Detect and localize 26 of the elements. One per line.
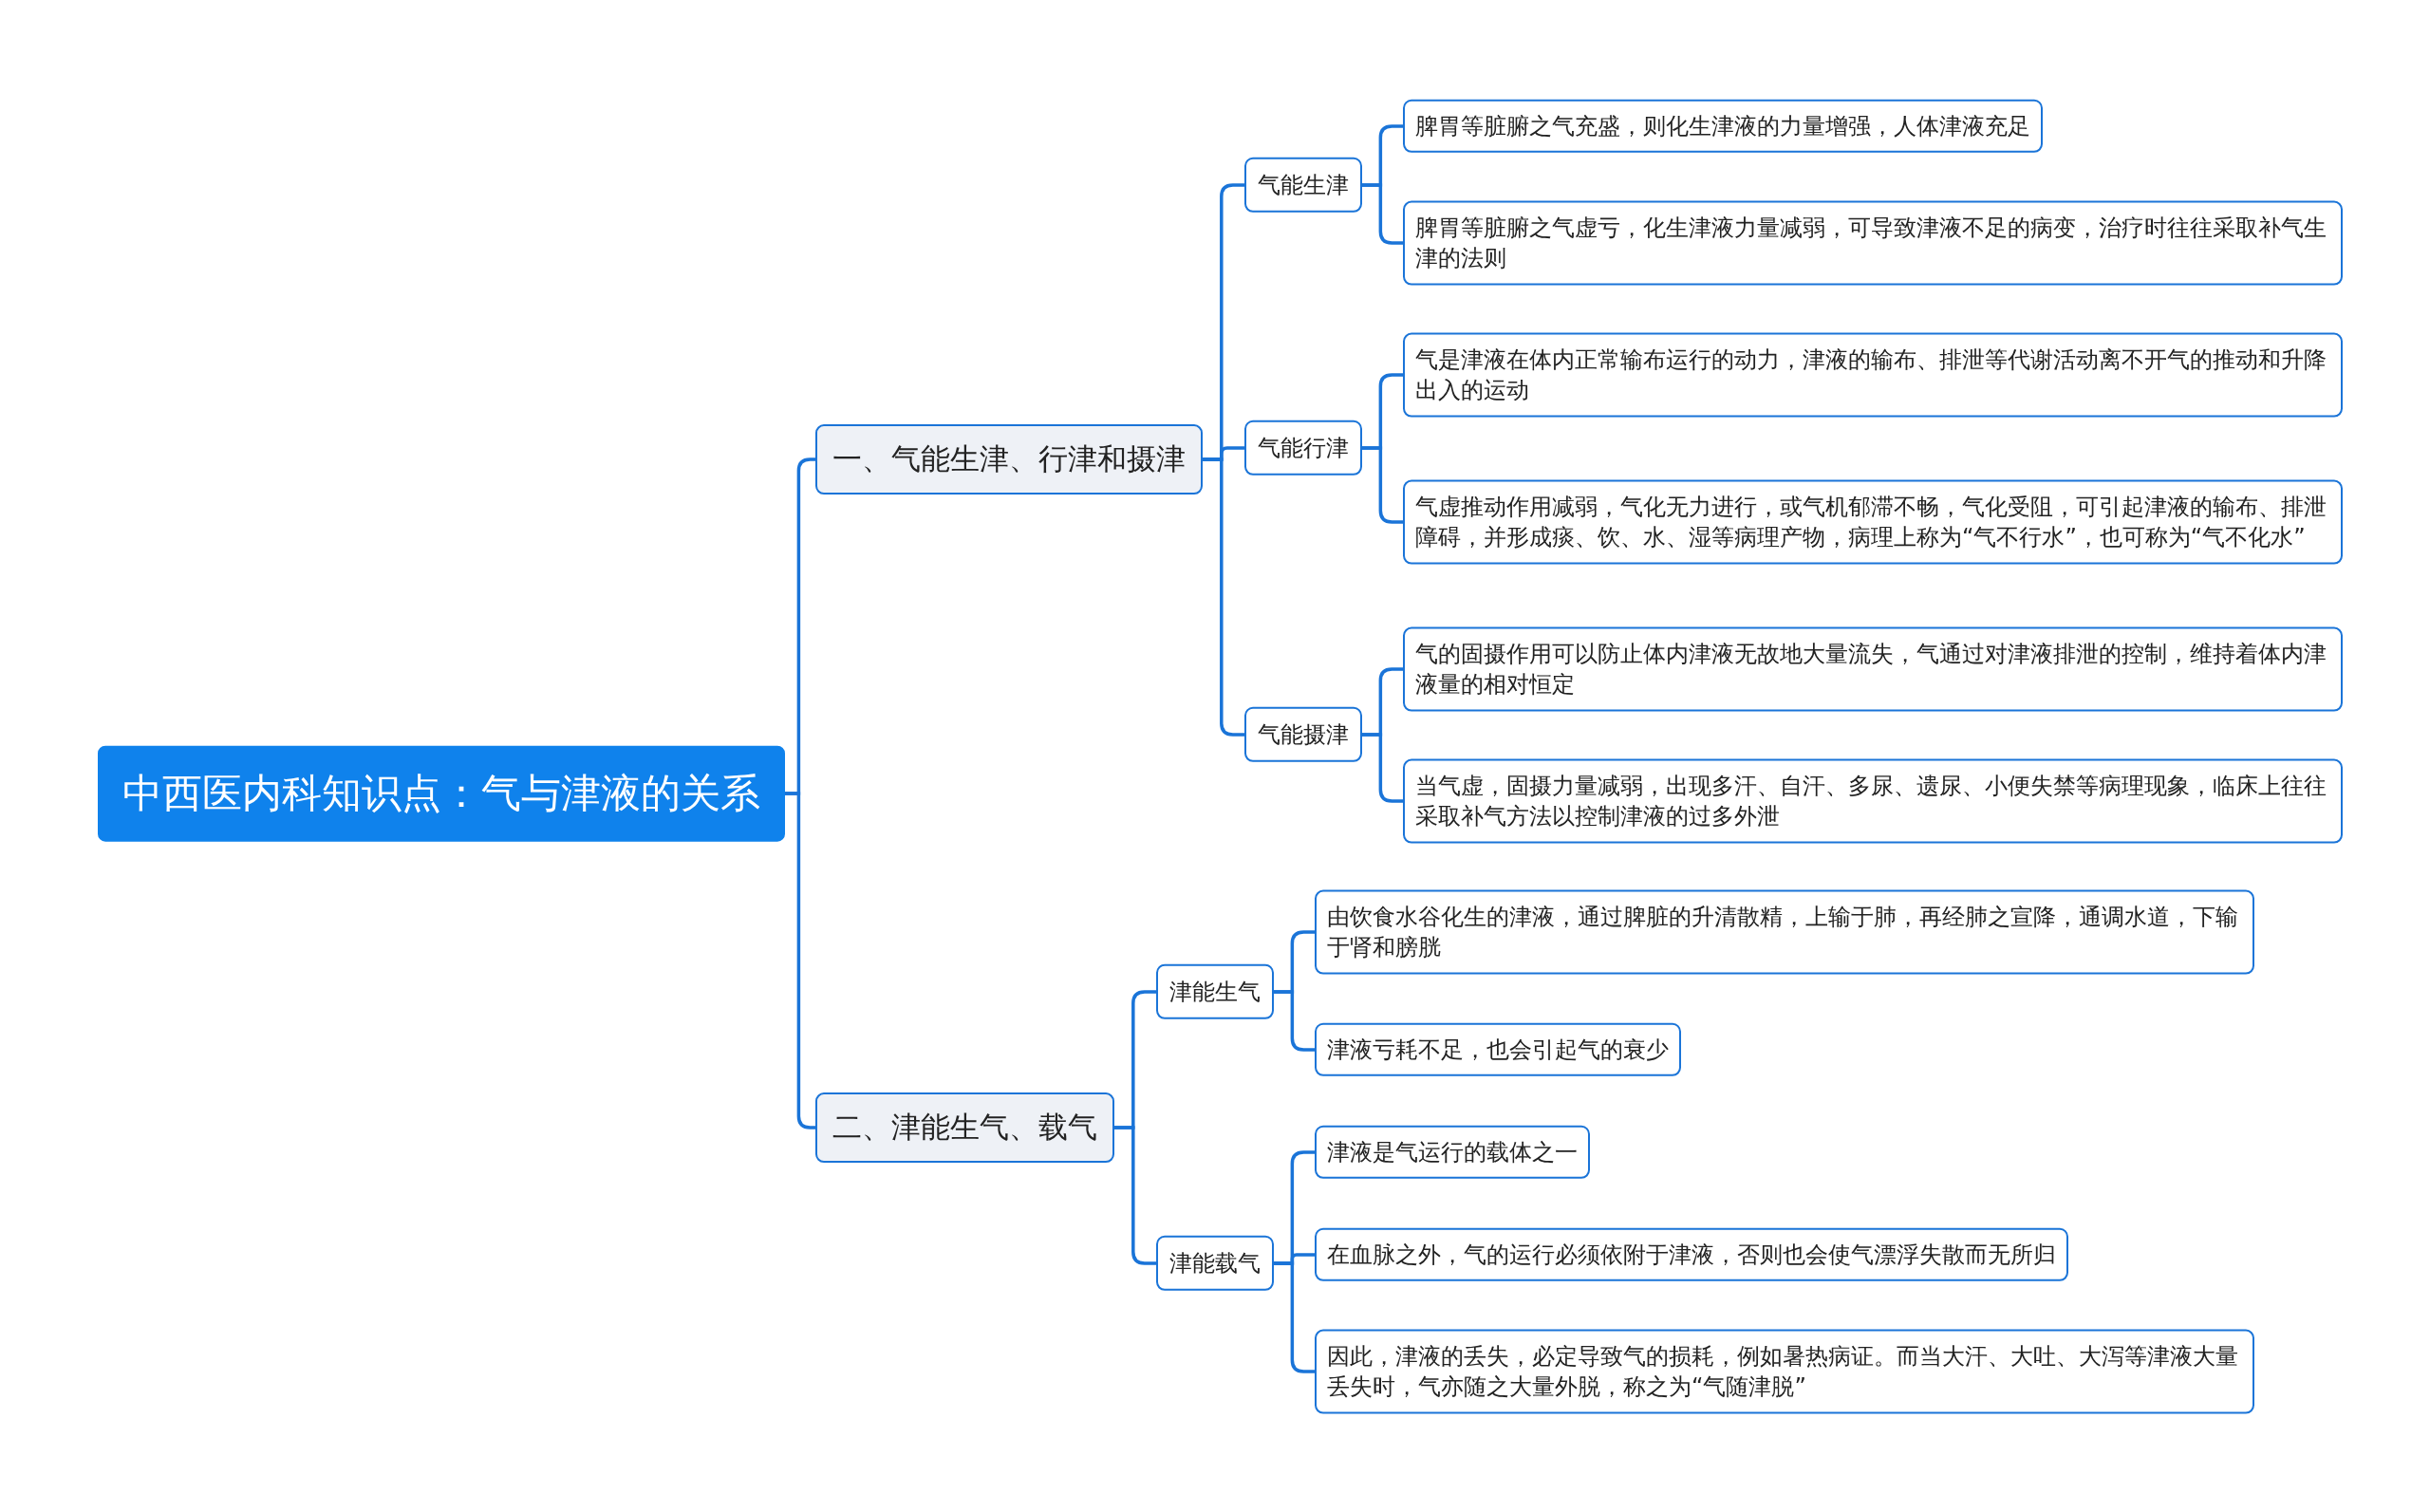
connector-line: [1274, 990, 1315, 1052]
detail-box: 在血脉之外，气的运行必须依附于津液，否则也会使气漂浮失散而无所归: [1315, 1227, 2068, 1282]
subtopic-box: 气能生津: [1244, 157, 1362, 214]
detail-box: 气是津液在体内正常输布运行的动力，津液的输布、排泄等代谢活动离不开气的推动和升降出入的运动: [1403, 332, 2343, 418]
branch-topic-box: 一、气能生津、行津和摄津: [815, 424, 1203, 495]
subtopic-box: 津能生气: [1156, 963, 1274, 1020]
connector-line: [1114, 1126, 1156, 1265]
subtopic-box: 津能载气: [1156, 1235, 1274, 1292]
connector-line: [1362, 183, 1403, 245]
detail-box: 津液亏耗不足，也会引起气的衰少: [1315, 1022, 1681, 1077]
subtopic-box: 气能摄津: [1244, 706, 1362, 763]
branch-topic-box: 二、津能生气、载气: [815, 1092, 1114, 1163]
connector-line: [1203, 457, 1244, 737]
subtopic-box: 气能行津: [1244, 420, 1362, 476]
root-topic-box: 中西医内科知识点：气与津液的关系: [98, 745, 785, 842]
connector-line: [1362, 733, 1403, 803]
detail-box: 气虚推动作用减弱，气化无力进行，或气机郁滞不畅，气化受阻，可引起津液的输布、排泄障碍，并形成痰、饮、水、湿等病理产物，病理上称为“气不行水”，也可称为“气不化水”: [1403, 479, 2343, 565]
detail-box: 脾胃等脏腑之气充盛，则化生津液的力量增强，人体津液充足: [1403, 99, 2043, 154]
connector-line: [1362, 446, 1403, 524]
detail-box: 因此，津液的丢失，必定导致气的损耗，例如暑热病证。而当大汗、大吐、大泻等津液大量丢失时，气亦随之大量外脱，称之为“气随津脱”: [1315, 1329, 2254, 1414]
connector-line: [1274, 1261, 1315, 1373]
detail-box: 气的固摄作用可以防止体内津液无故地大量流失，气通过对津液排泄的控制，维持着体内津液量的相对恒定: [1403, 626, 2343, 712]
detail-box: 脾胃等脏腑之气虚亏，化生津液力量减弱，可导致津液不足的病变，治疗时往往采取补气生津的法则: [1403, 200, 2343, 286]
detail-box: 津液是气运行的载体之一: [1315, 1125, 1590, 1180]
detail-box: 当气虚，固摄力量减弱，出现多汗、自汗、多尿、遗尿、小便失禁等病理现象，临床上往往采取补气方法以控制津液的过多外泄: [1403, 758, 2343, 844]
detail-box: 由饮食水谷化生的津液，通过脾脏的升清散精，上输于肺，再经肺之宣降，通调水道，下输于肾和膀胱: [1315, 889, 2254, 975]
